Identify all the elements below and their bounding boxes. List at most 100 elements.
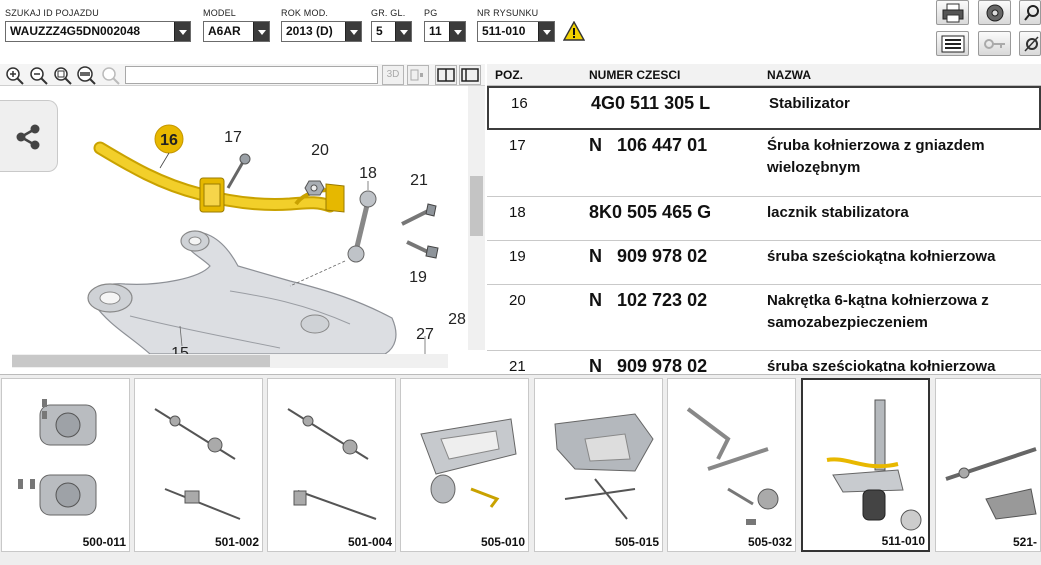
zoom-area-button[interactable] — [100, 65, 121, 85]
diagram-toolbar: 3D — [0, 64, 485, 86]
part-number: N 102 723 02 — [589, 290, 708, 310]
part-name: śruba sześciokątna kołnierzowa — [767, 248, 996, 265]
part-position: 21 — [509, 358, 526, 372]
thumbnail-label: 500-011 — [82, 535, 126, 549]
part-position: 19 — [509, 248, 526, 265]
scrollbar-thumb[interactable] — [12, 355, 270, 367]
callout-16[interactable]: 16 — [160, 132, 178, 149]
diagram-thumbnail-image — [686, 407, 779, 525]
print-button[interactable] — [936, 0, 969, 25]
column-header-name[interactable]: NAZWA — [767, 68, 811, 82]
diagram-thumbnail-image — [945, 447, 1037, 520]
thumbnail-label: 511-010 — [881, 534, 925, 548]
disc-icon — [986, 4, 1004, 22]
model-value: A6AR — [208, 24, 241, 38]
thumbnail-505-032[interactable]: 505-032 — [667, 378, 796, 552]
zoom-area-icon — [102, 67, 120, 85]
settings-icon — [1024, 36, 1039, 52]
callout-18[interactable]: 18 — [359, 165, 377, 182]
parts-diagram[interactable]: 16 17 20 18 21 19 27 28 15 — [0, 86, 468, 354]
thumbnail-511-010[interactable]: 511-010 — [801, 378, 930, 552]
diagram-vertical-scrollbar[interactable] — [468, 86, 485, 350]
drawing-thumbnail-strip: 500-011 501-002 501-004 505-010 — [0, 374, 1041, 565]
model-year-select[interactable]: 2013 (D) — [281, 21, 362, 42]
chevron-down-icon[interactable] — [345, 22, 361, 41]
part-name: Śruba kołnierzowa z gniazdem wielozębnym — [767, 137, 985, 176]
diagram-horizontal-scrollbar[interactable] — [12, 354, 448, 368]
table-row[interactable]: 17 N 106 447 01 Śruba kołnierzowa z gnia… — [487, 130, 1041, 197]
main-group-value: 5 — [376, 24, 383, 38]
thumbnail-label: 521- — [1012, 535, 1037, 549]
model-group: MODEL A6AR — [203, 8, 270, 42]
drawing-number-select[interactable]: 511-010 — [477, 21, 555, 42]
chevron-down-icon[interactable] — [538, 22, 554, 41]
column-header-pos[interactable]: POZ. — [495, 68, 524, 82]
chevron-down-icon[interactable] — [449, 22, 465, 41]
layout-single-button[interactable] — [459, 65, 481, 85]
zoom-in-icon — [6, 67, 24, 85]
table-row[interactable]: 19 N 909 978 02 śruba sześciokątna kołni… — [487, 241, 1041, 285]
callout-20[interactable]: 20 — [311, 142, 329, 159]
search-car-button[interactable] — [1019, 0, 1041, 25]
vehicle-id-select[interactable]: WAUZZZ4G5DN002048 — [5, 21, 191, 42]
thumbnail-505-015[interactable]: 505-015 — [534, 378, 663, 552]
key-icon — [984, 39, 1005, 49]
main-group-group: GR. GL. 5 — [371, 8, 412, 42]
callout-19[interactable]: 19 — [409, 269, 427, 286]
thumbnail-label: 505-015 — [614, 535, 659, 549]
callout-15[interactable]: 15 — [171, 345, 189, 354]
thumbnail-501-004[interactable]: 501-004 — [267, 378, 396, 552]
callout-27[interactable]: 27 — [416, 326, 434, 343]
warning-icon[interactable] — [563, 21, 585, 41]
split-view-icon — [410, 69, 423, 81]
model-select[interactable]: A6AR — [203, 21, 270, 42]
view-split-button[interactable] — [407, 65, 429, 85]
thumbnail-label: 505-032 — [747, 535, 792, 549]
zoom-100-button[interactable] — [76, 65, 97, 85]
main-group-select[interactable]: 5 — [371, 21, 412, 42]
part-position: 17 — [509, 137, 526, 154]
table-row[interactable]: 20 N 102 723 02 Nakrętka 6-kątna kołnier… — [487, 285, 1041, 351]
thumbnail-label: 505-010 — [480, 535, 525, 549]
callout-21[interactable]: 21 — [410, 172, 428, 189]
table-row[interactable]: 18 8K0 505 465 G lacznik stabilizatora — [487, 197, 1041, 241]
print-icon — [942, 3, 964, 23]
layout-columns-button[interactable] — [435, 65, 457, 85]
zoom-in-button[interactable] — [4, 65, 25, 85]
settings-button[interactable] — [1019, 31, 1041, 56]
thumbnail-521[interactable]: 521- — [935, 378, 1041, 552]
thumbnail-505-010[interactable]: 505-010 — [400, 378, 529, 552]
chevron-down-icon[interactable] — [253, 22, 269, 41]
key-button[interactable] — [978, 31, 1011, 56]
diagram-thumbnail-image — [554, 413, 654, 520]
table-row[interactable]: 21 N 909 978 02 śruba sześciokątna kołni… — [487, 351, 1041, 372]
scrollbar-thumb[interactable] — [470, 176, 483, 236]
zoom-fit-button[interactable] — [52, 65, 73, 85]
part-number: N 106 447 01 — [589, 135, 708, 155]
thumbnail-501-002[interactable]: 501-002 — [134, 378, 263, 552]
columns-icon — [437, 68, 455, 82]
thumbnail-500-011[interactable]: 500-011 — [1, 378, 130, 552]
table-row[interactable]: 16 4G0 511 305 L Stabilizator — [487, 86, 1041, 130]
zoom-out-button[interactable] — [28, 65, 49, 85]
subgroup-select[interactable]: 11 — [424, 21, 466, 42]
list-button[interactable] — [936, 31, 969, 56]
chevron-down-icon[interactable] — [174, 22, 190, 41]
chevron-down-icon[interactable] — [395, 22, 411, 41]
part-position: 20 — [509, 292, 526, 309]
column-header-number[interactable]: NUMER CZESCI — [589, 68, 681, 82]
diagram-thumbnail-image — [420, 418, 517, 508]
diagram-thumbnail-image — [287, 408, 377, 520]
part-position: 16 — [511, 95, 528, 112]
callout-28[interactable]: 28 — [448, 311, 466, 328]
part-name: Nakrętka 6-kątna kołnierzowa z samozabez… — [767, 292, 989, 331]
main-group-label: GR. GL. — [371, 8, 406, 18]
callout-17[interactable]: 17 — [224, 129, 242, 146]
diagram-thumbnail-image — [18, 399, 97, 516]
disc-button[interactable] — [978, 0, 1011, 25]
share-button[interactable] — [0, 100, 58, 172]
view-3d-button[interactable]: 3D — [382, 65, 404, 85]
header: SZUKAJ ID POJAZDU WAUZZZ4G5DN002048 MODE… — [0, 0, 1041, 62]
thumbnail-label: 501-002 — [214, 535, 259, 549]
diagram-search-input[interactable] — [125, 66, 378, 84]
